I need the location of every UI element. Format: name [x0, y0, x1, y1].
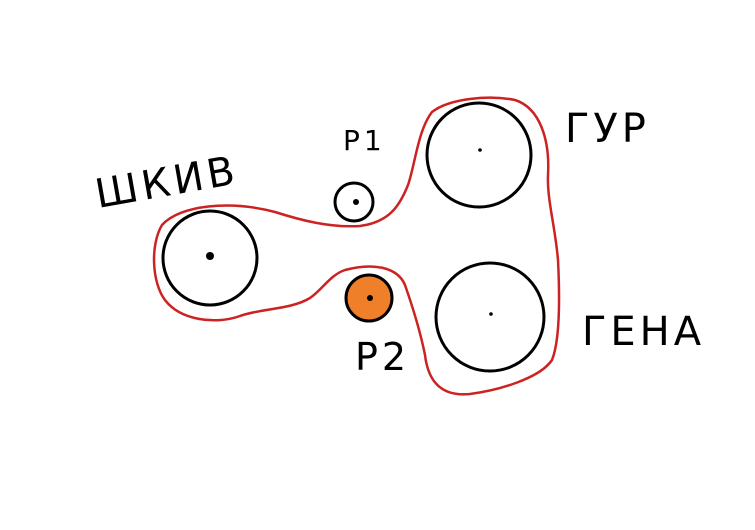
- generator-pulley: [434, 261, 546, 373]
- generator-label: ГЕНА: [582, 309, 705, 355]
- crank-label: ШКИВ: [92, 147, 242, 217]
- power-steering-pulley-center-dot: [478, 148, 482, 152]
- belt-outline: [152, 96, 561, 396]
- p2-label: Р2: [355, 335, 410, 379]
- p1-idler-center-dot: [353, 199, 359, 205]
- p1-label: Р1: [343, 124, 386, 157]
- generator-pulley-center-dot: [489, 312, 493, 316]
- p2-idler-center-dot: [367, 295, 373, 301]
- power-steering-label: ГУР: [565, 106, 650, 152]
- power-steering-pulley: [425, 101, 533, 209]
- crank-pulley-center-dot: [206, 252, 214, 260]
